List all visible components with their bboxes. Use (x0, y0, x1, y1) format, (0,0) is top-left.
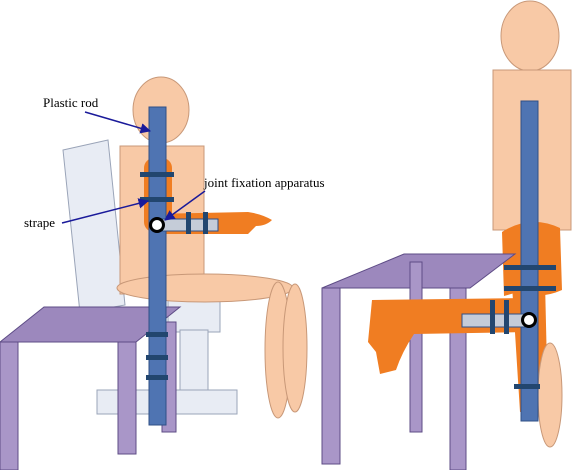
seated-thigh (116, 273, 294, 303)
plastic-rod-right (520, 100, 539, 422)
standing-head (500, 0, 560, 72)
strap-left-4 (146, 355, 168, 360)
arrow-joint-fixation (164, 190, 206, 221)
arrow-strape (61, 198, 150, 224)
strap-right-4 (490, 300, 495, 334)
arrow-plastic-rod (84, 111, 152, 134)
standing-calf (537, 342, 563, 448)
plastic-rod-left (148, 106, 167, 426)
joint-hinge-left (149, 217, 165, 233)
strap-right-2 (504, 286, 556, 291)
strap-forearm-2 (203, 212, 208, 234)
label-joint-fixation: joint fixation apparatus (203, 175, 325, 190)
strap-left-1 (140, 172, 174, 177)
joint-hinge-right (521, 312, 537, 328)
seated-figure (0, 76, 308, 470)
annotations: Plastic rod joint fixation apparatus str… (24, 95, 325, 230)
table-right-leg-2 (449, 287, 467, 470)
label-plastic-rod: Plastic rod (43, 95, 99, 110)
table-left-leg-2 (117, 341, 137, 455)
strap-right-1 (504, 265, 556, 270)
label-strape: strape (24, 215, 55, 230)
strap-left-3 (146, 332, 168, 337)
strap-left-5 (146, 375, 168, 380)
table-right-leg-1 (321, 287, 341, 465)
table-left-leg-1 (0, 341, 19, 470)
strap-left-2 (140, 197, 174, 202)
fixation-bar-right (461, 313, 531, 328)
seated-shin-right (282, 283, 308, 413)
chair-column (179, 329, 209, 393)
strap-right-3 (514, 384, 540, 389)
table-right-leg-3 (409, 261, 423, 433)
strap-forearm-1 (186, 212, 191, 234)
chair-back (62, 139, 126, 314)
standing-figure (321, 0, 572, 470)
strap-right-5 (504, 300, 509, 334)
